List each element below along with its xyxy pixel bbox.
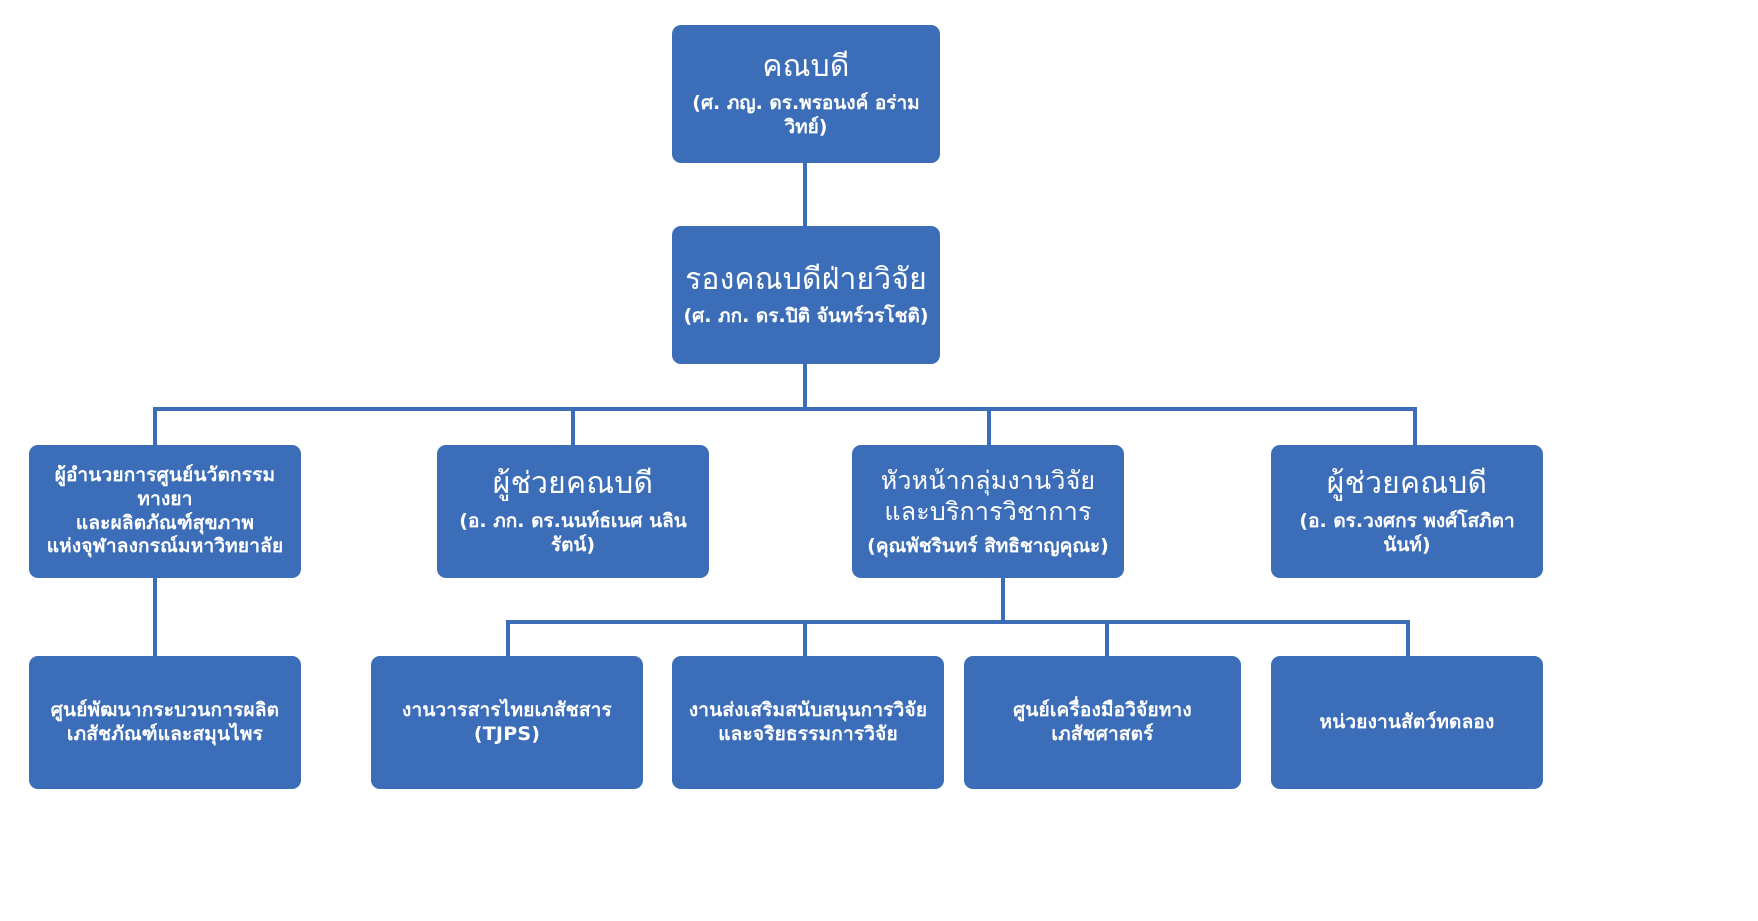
node-animal-lab-unit-title: หน่วยงานสัตว์ทดลอง xyxy=(1319,710,1495,733)
node-associate-dean-research-title: รองคณบดีฝ่ายวิจัย xyxy=(685,261,927,297)
node-assistant-dean-2[interactable]: ผู้ช่วยคณบดี (อ. ดร.วงศกร พงศ์โสภิตานันท… xyxy=(1271,445,1543,578)
node-assistant-dean-2-title: ผู้ช่วยคณบดี xyxy=(1326,466,1488,502)
node-associate-dean-research-subtitle: (ศ. ภก. ดร.ปิติ จันทร์วรโชติ) xyxy=(683,305,929,328)
node-production-development-center[interactable]: ศูนย์พัฒนากระบวนการผลิต เภสัชภัณฑ์และสมุ… xyxy=(29,656,301,789)
node-pharma-research-instrument-center[interactable]: ศูนย์เครื่องมือวิจัยทางเภสัชศาสตร์ xyxy=(964,656,1241,789)
connector-head-research-stem xyxy=(1001,578,1005,622)
node-research-support-ethics-title: งานส่งเสริมสนับสนุนการวิจัย และจริยธรรมก… xyxy=(688,698,928,745)
node-head-research-group-subtitle: (คุณพัชรินทร์ สิทธิชาญคุณะ) xyxy=(867,534,1109,557)
node-assistant-dean-2-subtitle: (อ. ดร.วงศกร พงศ์โสภิตานันท์) xyxy=(1299,509,1515,556)
node-director-innovation-center[interactable]: ผู้อำนวยการศูนย์นวัตกรรมทางยา และผลิตภัณ… xyxy=(29,445,301,578)
node-tjps-journal[interactable]: งานวารสารไทยเภสัชสาร (TJPS) xyxy=(371,656,643,789)
node-dean[interactable]: คณบดี (ศ. ภญ. ดร.พรอนงค์ อร่ามวิทย์) xyxy=(672,25,940,163)
connector-assoc-dean-stem xyxy=(803,363,807,409)
node-assistant-dean-1-subtitle: (อ. ภก. ดร.นนท์ธเนศ นลินรัตน์) xyxy=(459,509,687,556)
node-production-development-center-title: ศูนย์พัฒนากระบวนการผลิต เภสัชภัณฑ์และสมุ… xyxy=(50,698,280,745)
node-animal-lab-unit[interactable]: หน่วยงานสัตว์ทดลอง xyxy=(1271,656,1543,789)
connector-dean-to-assoc-dean xyxy=(803,163,807,226)
connector-innovation-to-production xyxy=(153,578,157,656)
connector-level3-bus xyxy=(153,407,1415,411)
node-head-research-group[interactable]: หัวหน้ากลุ่มงานวิจัย และบริการวิชาการ (ค… xyxy=(852,445,1124,578)
connector-level4-bus xyxy=(506,620,1410,624)
node-pharma-research-instrument-center-title: ศูนย์เครื่องมือวิจัยทางเภสัชศาสตร์ xyxy=(1013,698,1192,745)
connector-drop-head-research xyxy=(987,407,991,445)
connector-drop-instrument-center xyxy=(1105,620,1109,656)
node-tjps-journal-title: งานวารสารไทยเภสัชสาร (TJPS) xyxy=(402,698,612,745)
node-director-innovation-center-title: ผู้อำนวยการศูนย์นวัตกรรมทางยา และผลิตภัณ… xyxy=(46,463,284,558)
node-dean-title: คณบดี xyxy=(762,48,850,84)
connector-drop-assistant-dean-1 xyxy=(571,407,575,445)
node-dean-subtitle: (ศ. ภญ. ดร.พรอนงค์ อร่ามวิทย์) xyxy=(692,92,920,139)
connector-drop-research-support xyxy=(803,620,807,656)
node-head-research-group-title: หัวหน้ากลุ่มงานวิจัย และบริการวิชาการ xyxy=(880,465,1096,527)
node-associate-dean-research[interactable]: รองคณบดีฝ่ายวิจัย (ศ. ภก. ดร.ปิติ จันทร์… xyxy=(672,226,940,364)
node-research-support-ethics[interactable]: งานส่งเสริมสนับสนุนการวิจัย และจริยธรรมก… xyxy=(672,656,944,789)
connector-drop-innovation-center xyxy=(153,407,157,445)
connector-drop-animal-lab xyxy=(1406,620,1410,656)
connector-drop-tjps xyxy=(506,620,510,656)
node-assistant-dean-1[interactable]: ผู้ช่วยคณบดี (อ. ภก. ดร.นนท์ธเนศ นลินรัต… xyxy=(437,445,709,578)
node-assistant-dean-1-title: ผู้ช่วยคณบดี xyxy=(492,466,654,502)
connector-drop-assistant-dean-2 xyxy=(1413,407,1417,445)
